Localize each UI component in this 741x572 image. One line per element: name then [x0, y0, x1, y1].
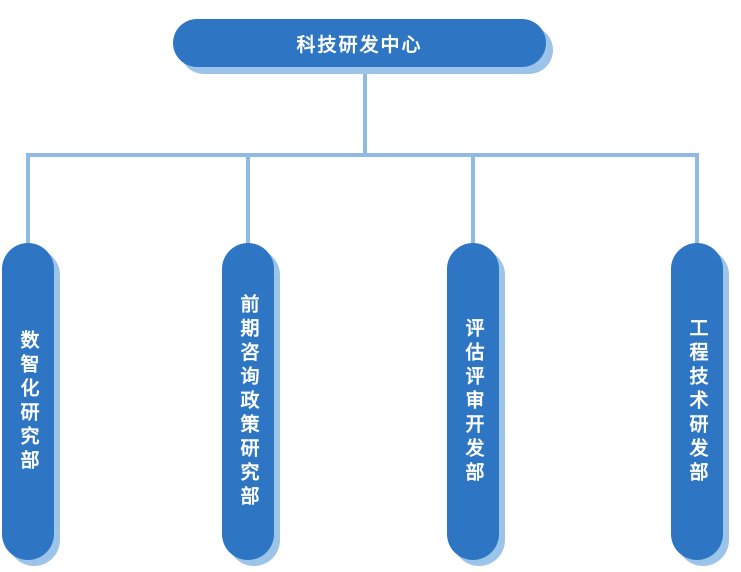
connector-drop-1 — [26, 153, 30, 248]
connector-root-stub — [363, 67, 367, 157]
department-node-label: 数智化研究部 — [17, 329, 40, 474]
department-node-preliminary-consulting-policy-research: 前期咨询政策研究部 — [222, 243, 274, 560]
connector-drop-3 — [471, 153, 475, 248]
connector-drop-2 — [246, 153, 250, 248]
department-node-label: 评估评审开发部 — [462, 317, 485, 486]
root-node: 科技研发中心 — [173, 19, 546, 67]
connector-drop-4 — [695, 153, 699, 248]
department-node-digital-research: 数智化研究部 — [2, 243, 54, 560]
root-node-label: 科技研发中心 — [296, 33, 423, 56]
connector-horizontal-rail — [26, 153, 699, 157]
department-node-engineering-technology-rd: 工程技术研发部 — [671, 243, 723, 560]
department-node-evaluation-review-development: 评估评审开发部 — [447, 243, 499, 560]
department-node-label: 工程技术研发部 — [686, 317, 709, 486]
department-node-label: 前期咨询政策研究部 — [237, 293, 260, 510]
